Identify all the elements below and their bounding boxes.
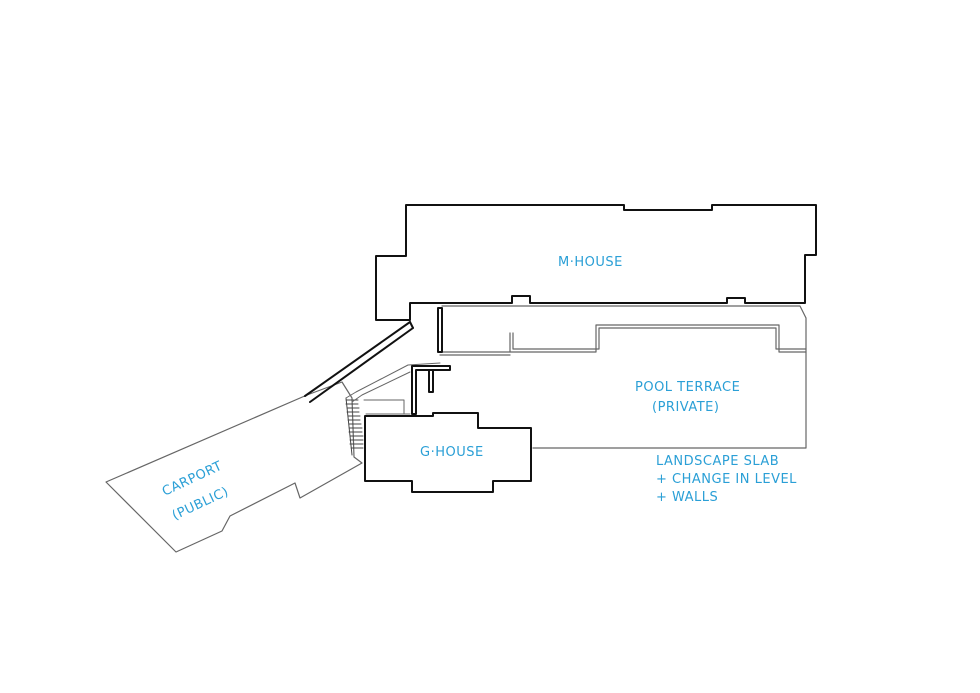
landscape-note-line3: + WALLS xyxy=(656,490,719,505)
pool-edge xyxy=(509,324,807,353)
m-house-label: M·HOUSE xyxy=(558,255,623,270)
landscape-note-line2: + CHANGE IN LEVEL xyxy=(656,472,797,487)
g-house-outline xyxy=(364,412,532,493)
m-house-outline xyxy=(375,204,817,321)
pool-terrace-label-line1: POOL TERRACE xyxy=(635,380,741,395)
wall-north xyxy=(437,307,443,353)
ramp-wall xyxy=(304,321,414,403)
pool-terrace-label-line2: (PRIVATE) xyxy=(652,400,720,415)
ramp-wall-end xyxy=(409,321,414,329)
stair-lines xyxy=(345,397,364,456)
connector-walls xyxy=(345,362,441,415)
landscape-note-line1: LANDSCAPE SLAB xyxy=(656,454,780,469)
terrace-outline xyxy=(439,305,807,449)
wall-stub xyxy=(428,369,434,393)
carport-outline xyxy=(105,381,363,553)
g-house-label: G·HOUSE xyxy=(420,445,484,460)
wall-middle xyxy=(411,365,451,415)
